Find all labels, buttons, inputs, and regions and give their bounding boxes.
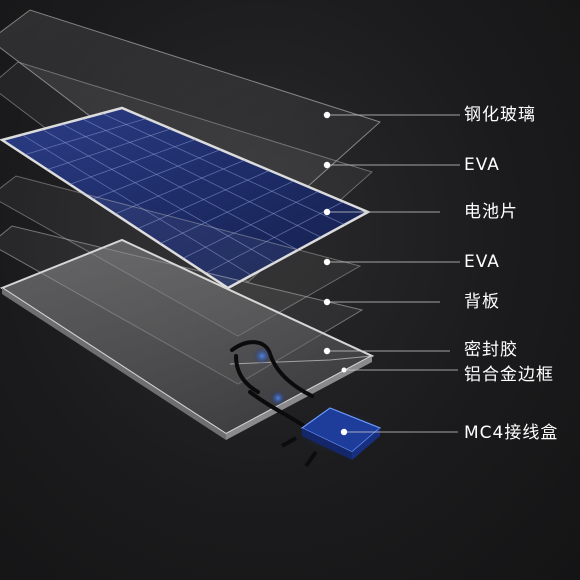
label-sealant: 密封胶 xyxy=(464,340,518,360)
frame-front-edge xyxy=(226,356,372,440)
leader-lines xyxy=(327,114,460,433)
frame-layer xyxy=(0,238,375,440)
connector-glow xyxy=(253,347,271,365)
label-tempered-glass: 钢化玻璃 xyxy=(464,105,536,125)
cell-grid-line xyxy=(41,128,275,264)
cell-grid-line xyxy=(21,134,252,276)
label-eva-bottom: EVA xyxy=(464,252,500,272)
label-backsheet: 背板 xyxy=(464,292,500,312)
cell-grid xyxy=(21,112,345,276)
cell-grid-line xyxy=(61,123,299,251)
label-aluminium-frame: 铝合金边框 xyxy=(464,365,554,385)
label-eva-top: EVA xyxy=(464,155,500,175)
junction-box xyxy=(281,407,382,468)
leader-dots xyxy=(323,111,348,436)
label-solar-cells: 电池片 xyxy=(464,202,518,222)
cell-grid-line xyxy=(81,118,322,238)
cell-grid-line xyxy=(101,112,345,226)
connector-glow xyxy=(270,390,286,406)
label-junction-box: MC4接线盒 xyxy=(464,423,559,443)
frame-side xyxy=(2,288,226,440)
